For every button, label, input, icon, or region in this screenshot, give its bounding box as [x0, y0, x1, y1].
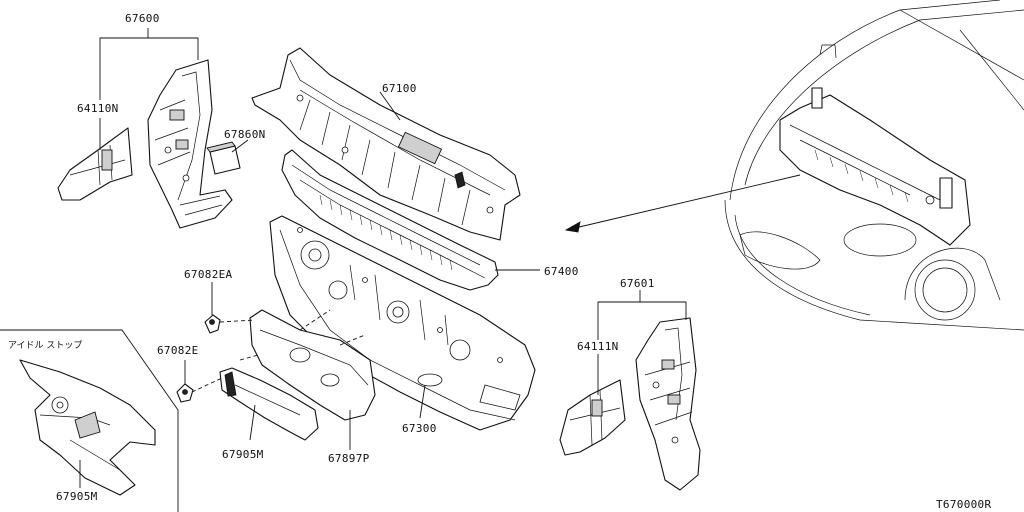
vehicle-location-view [564, 0, 1024, 331]
leader-lines [79, 28, 687, 488]
right-hood-ledge-assembly [559, 317, 701, 491]
callout-67601: 67601 [620, 277, 655, 290]
drawing-code: T670000R [936, 498, 991, 511]
callout-67082ea: 67082EA [184, 268, 233, 281]
callout-67860n: 67860N [224, 128, 266, 141]
callout-67100: 67100 [382, 82, 417, 95]
callout-64110n: 64110N [77, 102, 119, 115]
dash-insulator-lower [219, 367, 319, 441]
callout-67300: 67300 [402, 422, 437, 435]
clip-67082EA [204, 314, 221, 334]
callout-labels: 67600 64110N 67860N 67100 67400 67082EA … [8, 12, 991, 511]
callout-67400: 67400 [544, 265, 579, 278]
callout-67082e: 67082E [157, 344, 199, 357]
idle-stop-insulator [19, 359, 156, 496]
upper-dash-panel [281, 149, 499, 291]
callout-67905m: 67905M [222, 448, 264, 461]
callout-67600: 67600 [125, 12, 160, 25]
dash-insulator [249, 309, 376, 421]
clip-67082E [176, 383, 194, 403]
cowl-top-panel [251, 47, 521, 241]
left-hood-ledge-assembly [57, 59, 241, 229]
inset-frame [0, 329, 179, 512]
callout-67905m-inset: 67905M [56, 490, 98, 503]
callout-67897p: 67897P [328, 452, 370, 465]
inset-title: アイドル ストップ [8, 340, 82, 351]
callout-64111n: 64111N [577, 340, 619, 353]
